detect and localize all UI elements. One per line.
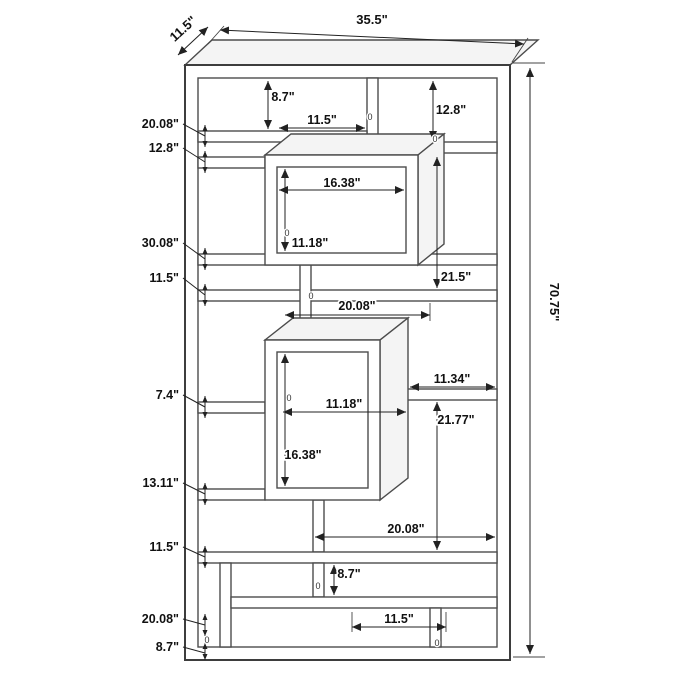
shelves-and-dividers (197, 77, 498, 648)
dimension-lines (177, 26, 534, 654)
left-dim-label: 11.5" (149, 271, 179, 285)
left-dim-label: 8.7" (156, 640, 179, 654)
divider (312, 562, 325, 598)
shelf (197, 401, 266, 414)
left-leaders (182, 123, 208, 660)
dimension-labels: 11.5" 35.5" 70.75" 20.08" 12.8" 30.08" 1… (140, 10, 564, 656)
zero-marks: 0 0 0 0 0 0 0 0 (203, 111, 441, 650)
dim-label-lower-right-height: 21.77" (437, 413, 474, 427)
dim-label-top-right-height: 12.8" (436, 103, 466, 117)
dim-label-lower-box-height: 16.38" (284, 448, 321, 462)
dim-width-line (219, 26, 525, 48)
dim-depth-line (177, 26, 209, 56)
zero-mark: 0 (367, 112, 372, 122)
upper-box-top-face (263, 133, 446, 156)
bookcase-top-face (183, 39, 540, 66)
left-dim-label: 20.08" (142, 117, 179, 131)
left-dim-label: 7.4" (156, 388, 179, 402)
dim-label-lower-width: 20.08" (387, 522, 424, 536)
lower-box-side-face (379, 316, 409, 502)
dim-label-height: 70.75" (547, 283, 562, 322)
zero-mark: 0 (432, 134, 437, 144)
dim-label-middle-right-width: 11.34" (434, 372, 471, 386)
dim-label-lower-box-width: 11.18" (326, 397, 363, 411)
left-dim-label: 12.8" (149, 141, 179, 155)
dim-label-middle-width: 20.08" (338, 299, 375, 313)
left-dim-label: 30.08" (142, 236, 179, 250)
zero-mark: 0 (284, 228, 289, 238)
dim-label-width: 35.5" (356, 12, 387, 27)
zero-mark: 0 (286, 393, 291, 403)
upper-box-opening (276, 166, 407, 254)
dim-label-bottom-left-height: 8.7" (337, 567, 360, 581)
shelf (197, 488, 266, 501)
dim-label-top-center-width: 11.5" (307, 113, 337, 127)
shelf (197, 289, 498, 302)
dim-label-upper-box-height: 11.18" (292, 236, 329, 250)
zero-mark: 0 (204, 635, 209, 645)
zero-mark: 0 (308, 291, 313, 301)
zero-mark: 0 (315, 581, 320, 591)
dim-label-upper-box-width: 16.38" (323, 176, 360, 190)
shelf (197, 551, 498, 564)
shelf (230, 596, 498, 609)
divider (312, 499, 325, 553)
left-dim-label: 11.5" (149, 540, 179, 554)
dim-label-top-left-height: 8.7" (271, 90, 294, 104)
dim-label-upper-right-height: 21.5" (441, 270, 471, 284)
divider (219, 562, 232, 648)
left-dim-label: 20.08" (142, 612, 179, 626)
upper-box (263, 132, 446, 267)
left-dim-label: 13.11" (142, 476, 179, 490)
dim-label-bottom-width: 11.5" (384, 612, 414, 626)
lower-box-opening (276, 351, 369, 489)
shelf (197, 156, 266, 169)
zero-mark: 0 (434, 638, 439, 648)
upper-box-side-face (417, 132, 445, 267)
